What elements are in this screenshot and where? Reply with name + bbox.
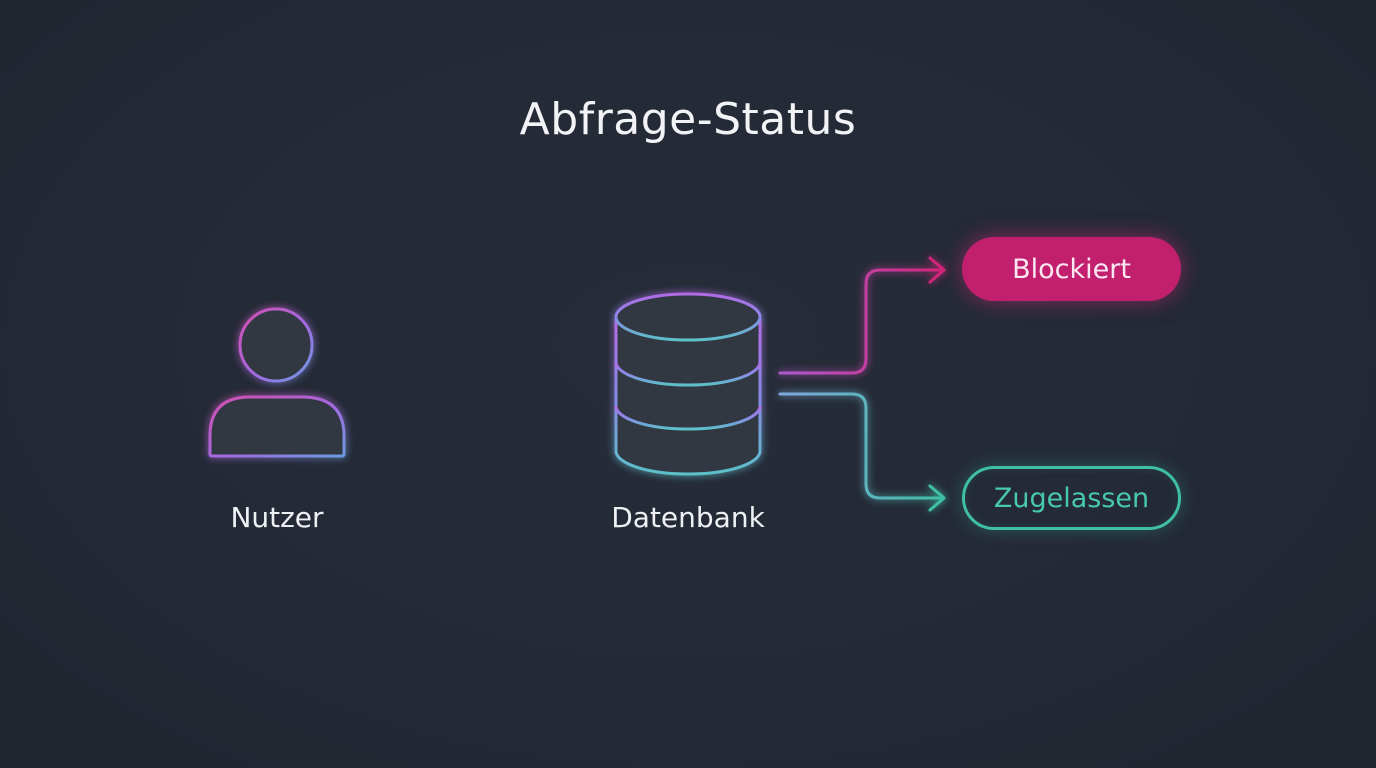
status-badge-blocked: Blockiert xyxy=(962,237,1181,301)
user-icon xyxy=(208,307,346,458)
status-badge-blocked-label: Blockiert xyxy=(1012,253,1131,285)
diagram-title: Abfrage-Status xyxy=(519,94,857,145)
database-label: Datenbank xyxy=(611,501,765,534)
user-label: Nutzer xyxy=(230,501,324,534)
status-badge-allowed-label: Zugelassen xyxy=(993,482,1150,514)
database-icon xyxy=(614,292,762,476)
connector-database-allowed xyxy=(778,392,946,512)
arrowhead-icon xyxy=(928,256,946,284)
status-badge-allowed: Zugelassen xyxy=(962,466,1181,530)
arrowhead-icon xyxy=(928,484,946,512)
connector-database-blocked xyxy=(778,256,946,375)
